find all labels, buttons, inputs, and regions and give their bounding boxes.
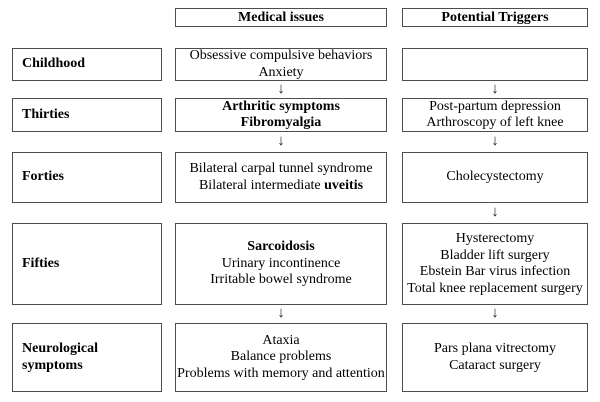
medical-box-forties: Bilateral carpal tunnel syndrome Bilater…	[175, 152, 387, 203]
medical-forties-line2-normal: Bilateral intermediate	[198, 177, 325, 193]
stage-label-thirties: Thirties	[12, 98, 162, 132]
triggers-box-neurological: Pars plana vitrectomy Cataract surgery	[402, 323, 588, 392]
medical-neurological-line3: Problems with memory and attention	[177, 365, 385, 381]
triggers-fifties-line1: Hysterectomy	[455, 231, 535, 246]
medical-box-childhood: Obsessive compulsive behaviors Anxiety	[175, 48, 387, 81]
medical-fifties-line2: Urinary incontinence	[221, 255, 341, 271]
medical-forties-line2-bold: uveitis	[324, 177, 364, 193]
triggers-forties-line1: Cholecystectomy	[446, 169, 544, 185]
down-arrow-right-4: ↓	[491, 305, 499, 321]
medical-thirties-line2: Fibromyalgia	[240, 115, 322, 130]
triggers-box-fifties: Hysterectomy Bladder lift surgery Ebstei…	[402, 223, 588, 305]
stage-label-thirties-text: Thirties	[22, 106, 70, 122]
stage-label-neurological-text: Neurological symptoms	[22, 341, 98, 373]
triggers-thirties-line2: Arthroscopy of left knee	[426, 115, 564, 130]
triggers-neurological-line2: Cataract surgery	[449, 357, 541, 373]
medical-childhood-line2: Anxiety	[258, 64, 304, 80]
header-medical-issues-label: Medical issues	[238, 10, 324, 25]
medical-fifties-line3: Irritable bowel syndrome	[210, 272, 352, 288]
stage-label-fifties: Fifties	[12, 223, 162, 305]
medical-fifties-line1: Sarcoidosis	[247, 239, 315, 255]
down-arrow-right-1: ↓	[491, 81, 499, 97]
down-arrow-mid-3: ↓	[277, 305, 285, 321]
medical-box-fifties: Sarcoidosis Urinary incontinence Irritab…	[175, 223, 387, 305]
medical-childhood-line1: Obsessive compulsive behaviors	[189, 48, 373, 63]
header-potential-triggers-label: Potential Triggers	[441, 10, 549, 25]
triggers-box-thirties: Post-partum depression Arthroscopy of le…	[402, 98, 588, 132]
down-arrow-right-2: ↓	[491, 133, 499, 149]
medical-forties-line1: Bilateral carpal tunnel syndrome	[189, 161, 373, 176]
triggers-fifties-line3: Ebstein Bar virus infection	[419, 264, 571, 279]
stage-label-forties-text: Forties	[22, 169, 64, 185]
triggers-neurological-line1: Pars plana vitrectomy	[433, 341, 557, 356]
medical-forties-line2: Bilateral intermediate uveitis	[176, 178, 386, 195]
triggers-thirties-line1: Post-partum depression	[429, 98, 561, 114]
header-potential-triggers: Potential Triggers	[402, 8, 588, 27]
medical-box-neurological: Ataxia Balance problems Problems with me…	[175, 323, 387, 392]
stage-label-childhood-text: Childhood	[22, 56, 86, 72]
down-arrow-right-3: ↓	[491, 204, 499, 220]
triggers-fifties-line4: Total knee replacement surgery	[407, 280, 583, 296]
stage-label-forties: Forties	[12, 152, 162, 203]
header-medical-issues: Medical issues	[175, 8, 387, 27]
triggers-box-childhood-empty	[402, 48, 588, 81]
medical-box-thirties: Arthritic symptoms Fibromyalgia	[175, 98, 387, 132]
medical-neurological-line1: Ataxia	[262, 332, 300, 348]
triggers-box-forties: Cholecystectomy	[402, 152, 588, 203]
medical-neurological-line2: Balance problems	[230, 349, 332, 365]
down-arrow-mid-2: ↓	[277, 133, 285, 149]
stage-label-neurological: Neurological symptoms	[12, 323, 162, 392]
triggers-fifties-line2: Bladder lift surgery	[440, 247, 550, 263]
down-arrow-mid-1: ↓	[277, 81, 285, 97]
stage-label-fifties-text: Fifties	[22, 255, 60, 271]
medical-thirties-line1: Arthritic symptoms	[222, 98, 340, 114]
stage-label-childhood: Childhood	[12, 48, 162, 81]
